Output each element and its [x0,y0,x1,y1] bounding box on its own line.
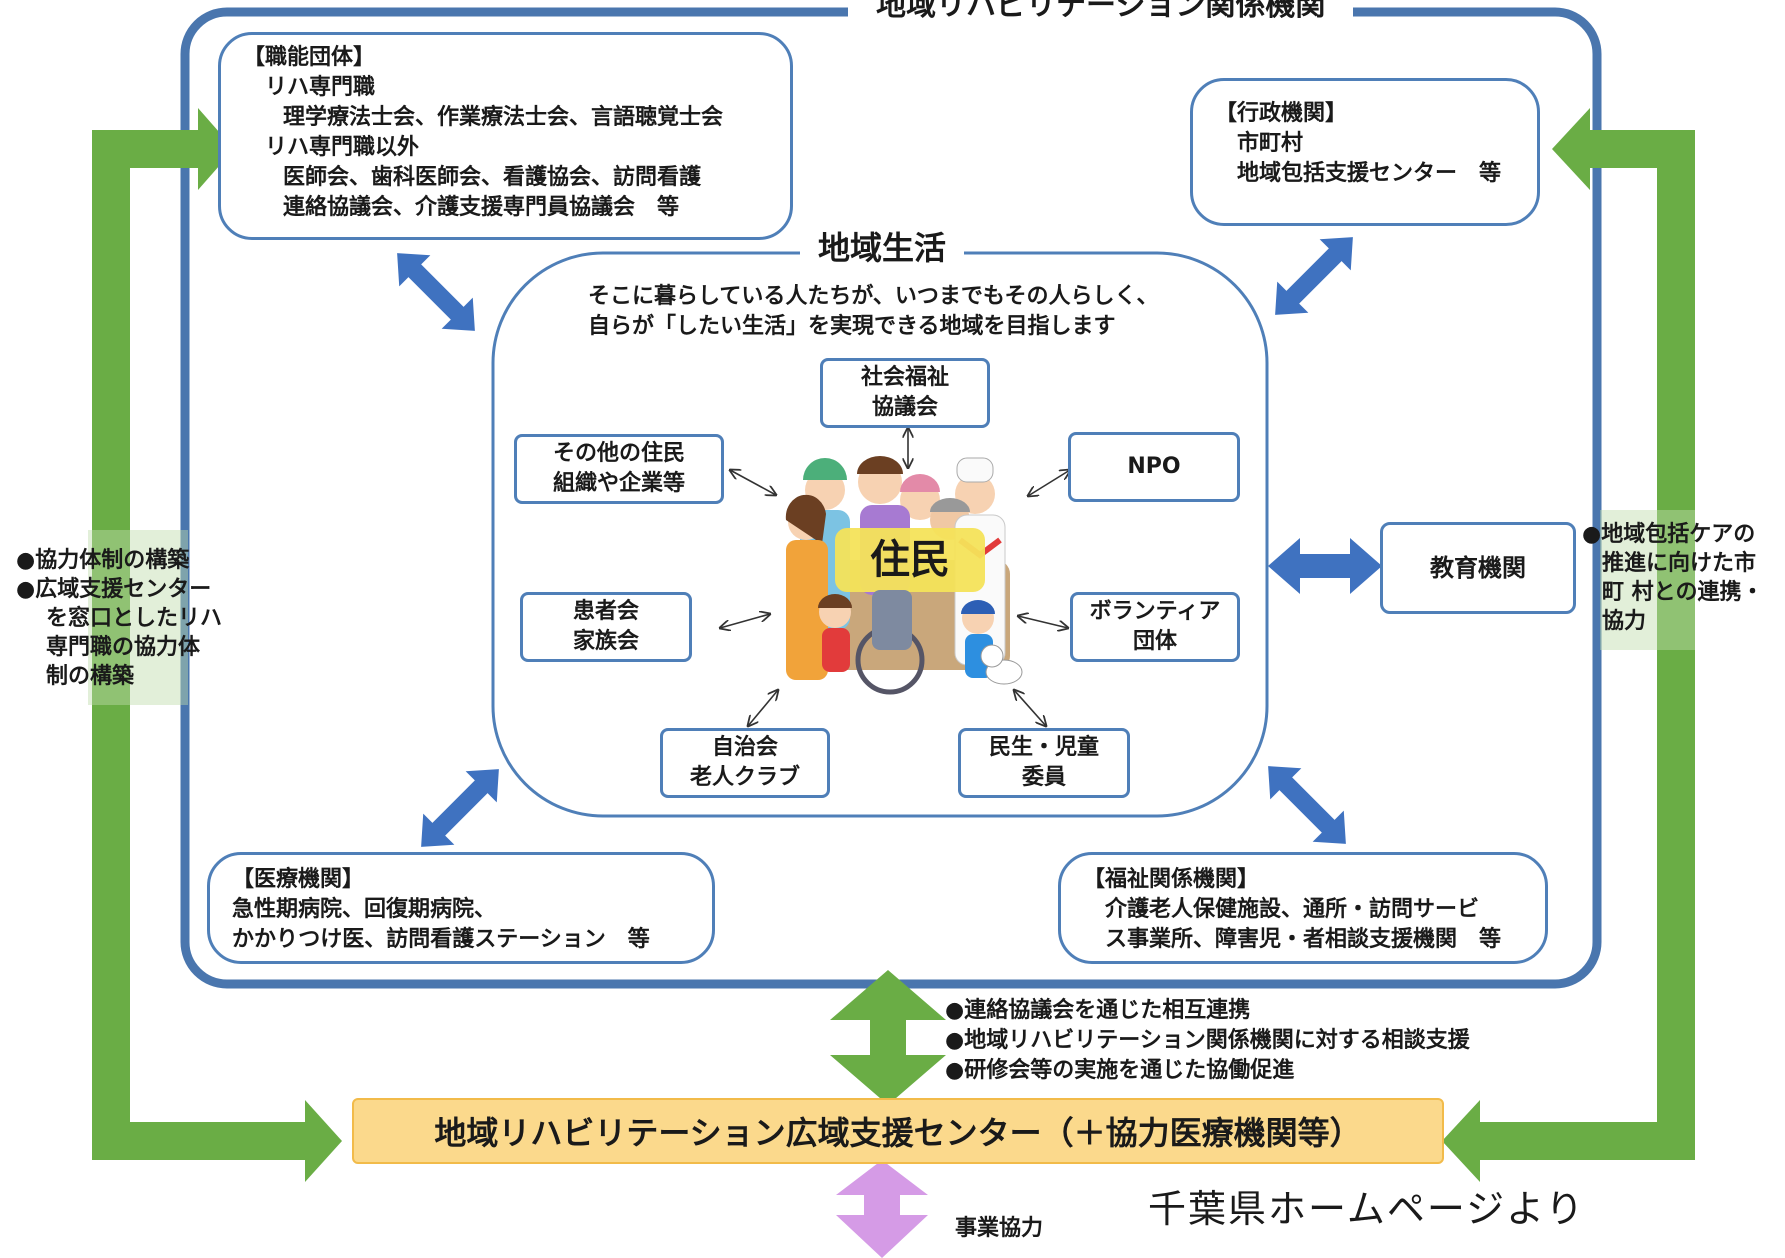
node-line: 民生・児童 [988,735,1099,760]
education-box: 教育機関 [1380,522,1576,614]
administrative-box: 【行政機関】 市町村 地域包括支援センター 等 [1190,78,1540,226]
left-note-line: を窓口としたリハ [46,606,223,631]
node-line: ボランティア [1089,599,1221,624]
node-neighborhood-association: 自治会 老人クラブ [660,728,830,798]
professional-groups-line: 理学療法士会、作業療法士会、言語聴覚士会 [283,105,724,130]
administrative-line: 地域包括支援センター 等 [1237,161,1502,186]
residents-illustration [785,456,1023,695]
center-note-line: ●連絡協議会を通じた相互連携 [945,998,1251,1023]
professional-groups-line: 連絡協議会、介護支援専門員協議会 等 [283,195,680,220]
left-note-highlight [88,530,188,705]
node-line: 家族会 [572,629,639,654]
professional-groups-box: 【職能団体】 リハ専門職 理学療法士会、作業療法士会、言語聴覚士会 リハ専門職以… [218,32,793,240]
professional-groups-line: リハ専門職以外 [265,135,420,160]
node-line: NPO [1127,454,1181,479]
node-patients-family: 患者会 家族会 [520,592,692,662]
node-line: 社会福祉 [860,365,949,390]
center-notes: ●連絡協議会を通じた相互連携 ●地域リハビリテーション関係機関に対する相談支援 … [945,996,1470,1086]
medical-line: 急性期病院、回復期病院、 [232,897,497,922]
education-label: 教育機関 [1430,554,1526,582]
left-note-line: 制の構築 [46,664,135,689]
center-note-line: ●研修会等の実施を通じた協働促進 [945,1058,1295,1083]
node-social-welfare-council: 社会福祉 協議会 [820,358,990,428]
professional-groups-line: リハ専門職 [265,75,376,100]
medical-box: 【医療機関】 急性期病院、回復期病院、 かかりつけ医、訪問看護ステーション 等 [207,852,715,964]
node-volunteer-groups: ボランティア 団体 [1070,592,1240,662]
right-note-highlight [1600,510,1695,650]
mission-line: 自らが「したい生活」を実現できる地域を目指します [588,314,1116,339]
administrative-line: 市町村 [1237,131,1304,156]
right-note-line: ●地域包括ケアの [1582,522,1756,547]
source-note: 千葉県ホームページより [1148,1187,1586,1231]
residents-label: 住民 [870,537,950,583]
medical-title: 【医療機関】 [232,867,365,892]
connector-arrows [720,428,1070,726]
welfare-line: ス事業所、障害児・者相談支援機関 等 [1105,927,1502,952]
welfare-title: 【福祉関係機関】 [1083,867,1260,892]
professional-groups-line: 医師会、歯科医師会、看護協会、訪問看護 [283,165,702,190]
left-notes: ●協力体制の構築 ●広域支援センター を窓口としたリハ 専門職の協力体 制の構築 [16,546,222,691]
node-line: 老人クラブ [689,765,800,790]
left-note-line: ●協力体制の構築 [16,548,190,573]
node-npo: NPO [1068,432,1240,502]
center-note-line: ●地域リハビリテーション関係機関に対する相談支援 [945,1028,1470,1053]
node-other-resident-orgs: その他の住民 組織や企業等 [514,434,724,504]
blue-diagonal-arrows [397,237,1382,847]
medical-line: かかりつけ医、訪問看護ステーション 等 [232,927,650,952]
right-notes: ●地域包括ケアの 推進に向けた市 町 村との連携・ 協力 [1582,520,1763,636]
frame-title: 地域リハビリテーション関係機関 [848,0,1354,26]
pink-double-arrow [836,1160,928,1258]
node-line: 委員 [1021,765,1066,790]
frame-title-text: 地域リハビリテーション関係機関 [876,0,1326,23]
left-note-line: ●広域支援センター [16,577,212,602]
welfare-box: 【福祉関係機関】 介護老人保健施設、通所・訪問サービ ス事業所、障害児・者相談支… [1058,852,1548,964]
cooperation-label: 事業協力 [955,1216,1044,1241]
right-note-line: 町 村との連携・ [1602,580,1764,605]
professional-groups-title: 【職能団体】 [243,45,376,70]
support-center-banner: 地域リハビリテーション広域支援センター（＋協力医療機関等） [352,1098,1444,1164]
green-loop-arrows [92,108,1695,1182]
node-line: 団体 [1132,629,1177,654]
right-note-line: 協力 [1602,609,1647,634]
node-line: その他の住民 [552,441,685,466]
node-line: 自治会 [711,735,778,760]
node-line: 患者会 [572,599,639,624]
administrative-title: 【行政機関】 [1215,101,1348,126]
community-title: 地域生活 [800,228,965,268]
node-line: 協議会 [871,395,938,420]
node-line: 組織や企業等 [552,471,685,496]
node-welfare-commissioners: 民生・児童 委員 [958,728,1130,798]
support-center-label: 地域リハビリテーション広域支援センター（＋協力医療機関等） [434,1114,1362,1152]
right-note-line: 推進に向けた市 [1602,551,1757,576]
mission-line: そこに暮らしている人たちが、いつまでもその人らしく、 [588,284,1159,309]
left-note-line: 専門職の協力体 [46,635,201,660]
community-mission: そこに暮らしている人たちが、いつまでもその人らしく、 自らが「したい生活」を実現… [588,282,1158,342]
community-title-text: 地域生活 [818,229,947,267]
welfare-line: 介護老人保健施設、通所・訪問サービ [1105,897,1480,922]
